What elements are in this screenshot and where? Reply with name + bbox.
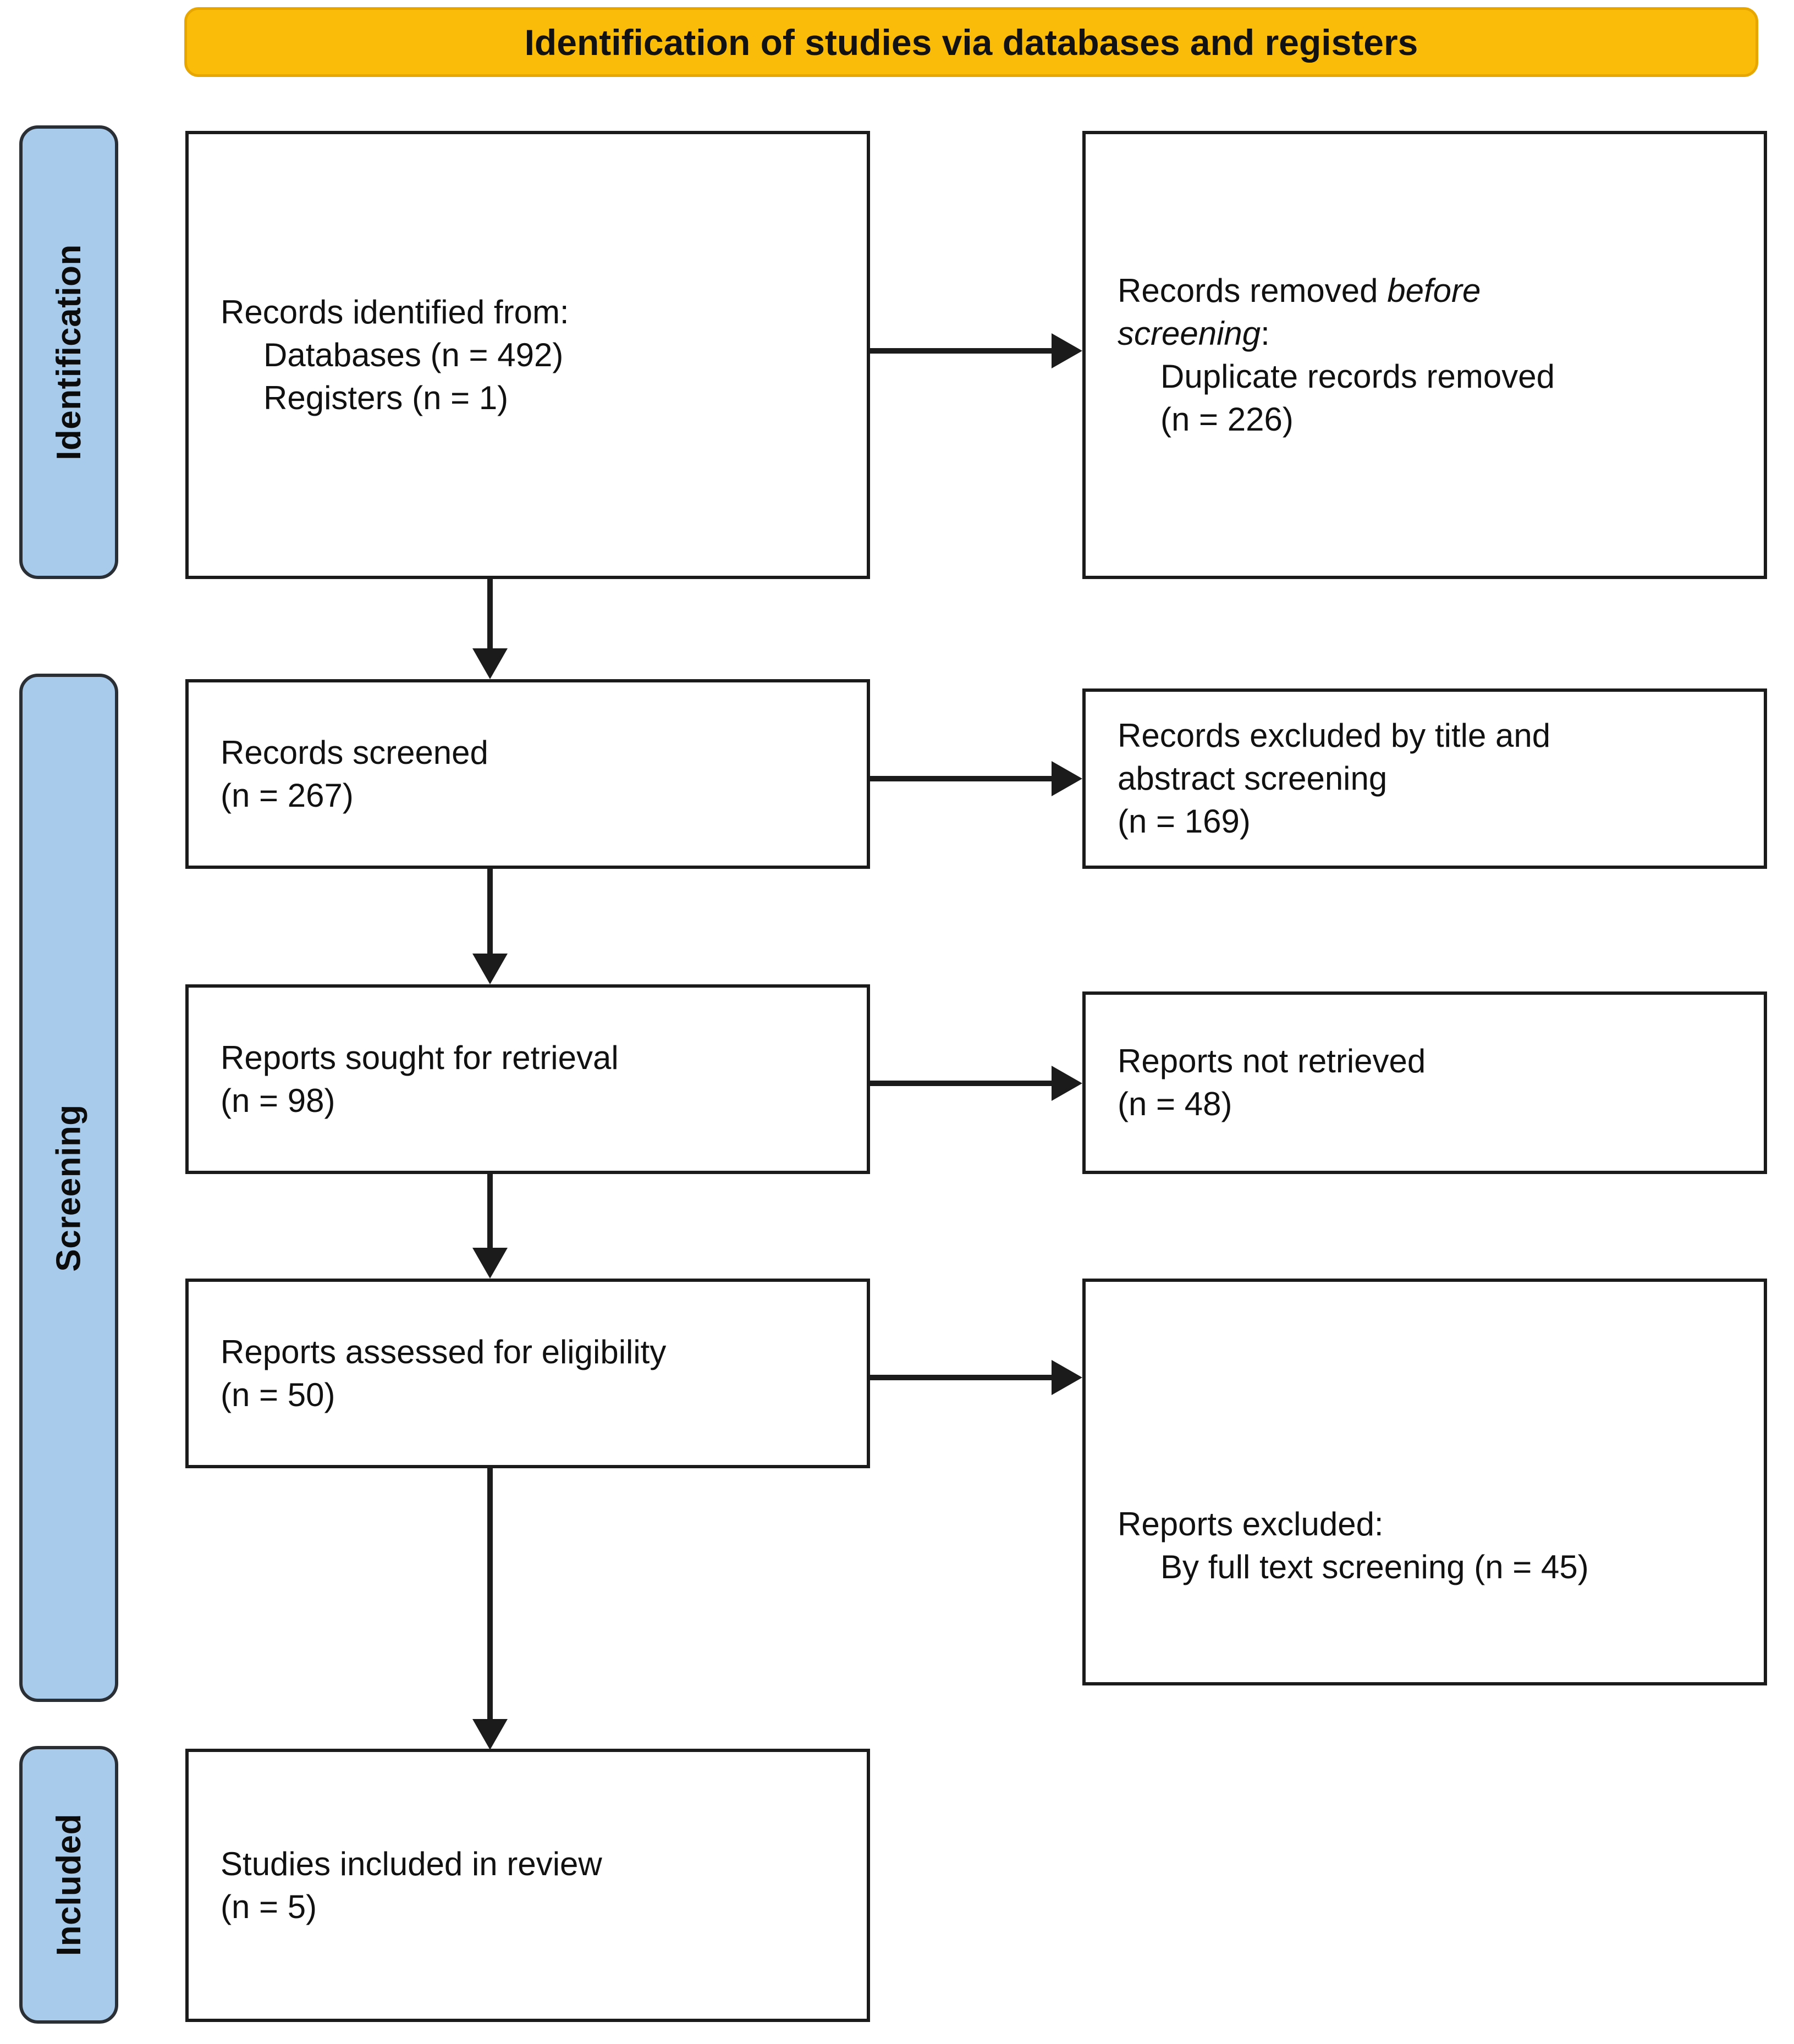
phase-label-included: Included	[49, 1814, 88, 1956]
box-line: Records screened	[221, 734, 488, 771]
box-line: (n = 169)	[1118, 803, 1251, 840]
box-line: Studies included in review	[221, 1845, 602, 1882]
box-records-removed-text: Records removed before screening: Duplic…	[1086, 269, 1764, 441]
box-records-screened-text: Records screened (n = 267)	[189, 731, 867, 817]
box-line: Records removed before	[1118, 269, 1732, 312]
box-line: Records excluded by title and	[1118, 717, 1551, 754]
box-line: (n = 48)	[1118, 1086, 1232, 1122]
box-reports-excluded: Reports excluded: By full text screening…	[1082, 1279, 1767, 1685]
box-studies-included-text: Studies included in review (n = 5)	[189, 1843, 867, 1929]
arrow-sought-to-assessed	[468, 1174, 512, 1279]
box-line: Registers (n = 1)	[263, 379, 509, 416]
box-line: Duplicate records removed	[1160, 357, 1555, 395]
box-line: (n = 98)	[221, 1082, 335, 1119]
box-reports-not-retrieved-text: Reports not retrieved (n = 48)	[1086, 1040, 1764, 1126]
phase-bar-included: Included	[19, 1746, 118, 2024]
phase-bar-screening: Screening	[19, 674, 118, 1702]
box-line: (n = 226)	[1160, 400, 1294, 438]
box-studies-included: Studies included in review (n = 5)	[185, 1749, 870, 2022]
records-removed-prefix: Records removed	[1118, 272, 1388, 309]
phase-bar-identification: Identification	[19, 125, 118, 579]
records-removed-colon: :	[1261, 315, 1270, 352]
box-line: (n = 50)	[221, 1376, 335, 1413]
box-records-excluded: Records excluded by title and abstract s…	[1082, 688, 1767, 869]
arrow-screened-to-sought	[468, 869, 512, 984]
box-line: (n = 5)	[221, 1888, 317, 1925]
box-line: Databases (n = 492)	[263, 336, 564, 373]
arrow-identified-to-removed	[870, 329, 1082, 373]
box-records-excluded-text: Records excluded by title and abstract s…	[1086, 714, 1764, 843]
banner-identification: Identification of studies via databases …	[184, 7, 1758, 77]
box-line: Reports assessed for eligibility	[221, 1333, 667, 1370]
records-removed-italic-screening: screening	[1118, 315, 1261, 352]
box-records-identified: Records identified from: Databases (n = …	[185, 131, 870, 579]
box-reports-not-retrieved: Reports not retrieved (n = 48)	[1082, 991, 1767, 1174]
box-records-removed: Records removed before screening: Duplic…	[1082, 131, 1767, 579]
arrow-identified-to-screened	[468, 579, 512, 679]
arrow-sought-to-not-retrieved	[870, 1061, 1082, 1105]
phase-label-screening: Screening	[49, 1104, 88, 1272]
phase-label-identification: Identification	[49, 244, 88, 460]
box-line: screening:	[1118, 312, 1732, 355]
records-removed-italic-before: before	[1387, 272, 1481, 309]
box-line: (n = 267)	[221, 776, 354, 814]
box-line: By full text screening (n = 45)	[1160, 1549, 1589, 1585]
box-reports-assessed-text: Reports assessed for eligibility (n = 50…	[189, 1331, 867, 1417]
arrow-assessed-to-studies-included	[468, 1468, 512, 1750]
banner-title: Identification of studies via databases …	[524, 21, 1418, 63]
box-reports-sought-text: Reports sought for retrieval (n = 98)	[189, 1037, 867, 1122]
box-records-identified-text: Records identified from: Databases (n = …	[189, 291, 867, 420]
box-reports-excluded-text: Reports excluded: By full text screening…	[1086, 1503, 1764, 1682]
box-line: Reports excluded:	[1118, 1506, 1384, 1542]
box-line: Reports not retrieved	[1118, 1043, 1426, 1079]
box-line: Reports sought for retrieval	[221, 1039, 619, 1076]
arrow-screened-to-excluded	[870, 757, 1082, 801]
box-reports-sought: Reports sought for retrieval (n = 98)	[185, 984, 870, 1174]
box-line: Records identified from:	[221, 293, 569, 330]
arrow-assessed-to-reports-excluded	[870, 1356, 1082, 1400]
box-records-screened: Records screened (n = 267)	[185, 679, 870, 869]
box-reports-assessed: Reports assessed for eligibility (n = 50…	[185, 1279, 870, 1468]
box-line: abstract screening	[1118, 760, 1388, 797]
